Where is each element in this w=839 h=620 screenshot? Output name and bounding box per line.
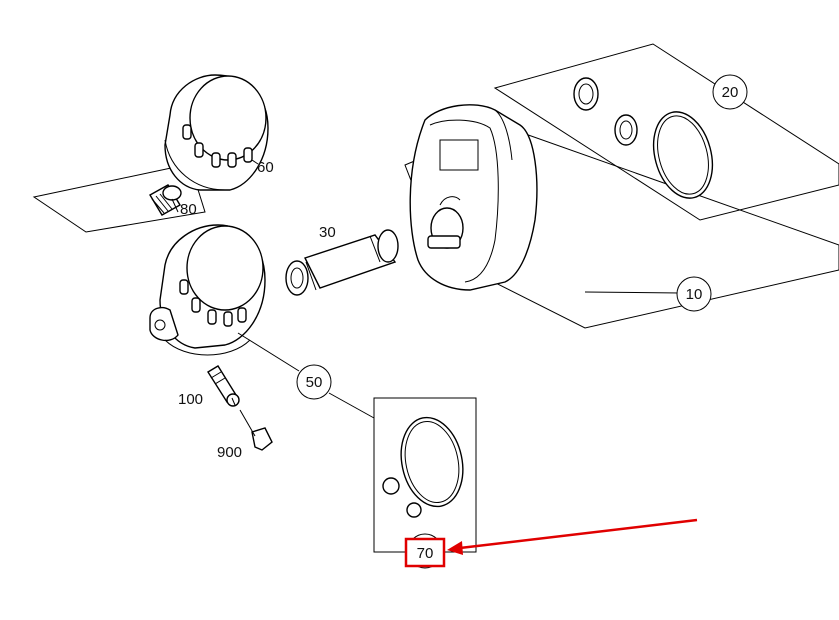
label-20: 20 [722, 84, 739, 101]
leader-50-kit [328, 392, 375, 419]
callout-circle-20 [712, 74, 748, 110]
seals-20 [573, 77, 714, 199]
label-10: 10 [686, 286, 703, 303]
label-60: 60 [257, 159, 274, 176]
label-100: 100 [178, 391, 203, 408]
label-50: 50 [306, 374, 323, 391]
seal-kit-70 [382, 416, 464, 518]
highlight-arrow-line [459, 518, 698, 550]
leader-10 [584, 291, 681, 294]
callout-circle-50 [296, 364, 332, 400]
leader-50 [237, 332, 300, 372]
pipe-30 [285, 229, 399, 296]
leader-80 [171, 198, 179, 213]
filter-element-80 [149, 184, 182, 216]
highlight-arrow-head [447, 541, 463, 555]
group-plane-20 [493, 43, 839, 221]
label-70: 70 [417, 545, 434, 562]
group-plane-80 [32, 163, 206, 233]
leader-100 [231, 397, 236, 406]
filter-housing-50 [149, 224, 266, 356]
oil-cooler-10 [409, 104, 538, 291]
callout-circle-10 [676, 276, 712, 312]
leader-900 [239, 409, 256, 437]
sensor-100 [207, 365, 240, 407]
filter-cap-60 [164, 74, 269, 191]
connector-900 [251, 427, 273, 451]
highlight-box-70 [404, 537, 446, 568]
label-900: 900 [217, 444, 242, 461]
label-30: 30 [319, 224, 336, 241]
label-80: 80 [180, 201, 197, 218]
